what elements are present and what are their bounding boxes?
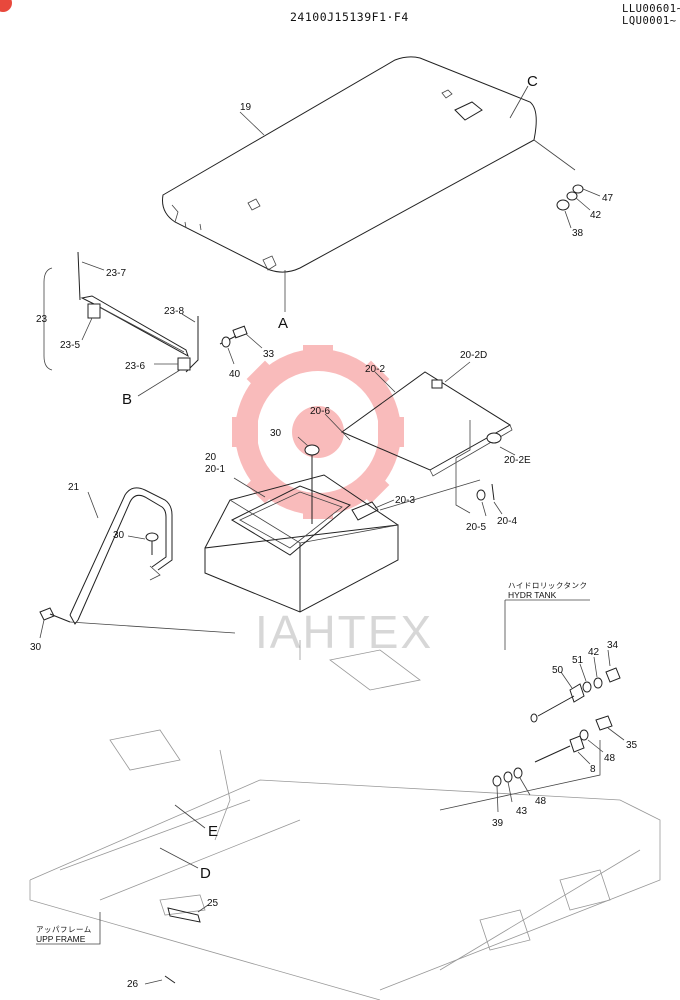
callout-20-2D: 20-2D bbox=[460, 350, 487, 361]
callout-25: 25 bbox=[207, 898, 219, 909]
leader-C-to-parts bbox=[533, 139, 576, 171]
tank-body-20 bbox=[204, 444, 399, 613]
upp-frame-label-jp: アッパフレーム bbox=[36, 925, 92, 934]
leader-30b bbox=[127, 535, 146, 540]
leader-20-1 bbox=[233, 477, 266, 498]
callout-20: 20 bbox=[205, 452, 217, 463]
bolt-33-washer-40 bbox=[219, 325, 263, 365]
watermark-gear-ring bbox=[235, 349, 401, 515]
leader-20-6 bbox=[324, 413, 351, 441]
hydraulic-tank-outline bbox=[439, 599, 601, 811]
callout-E: E bbox=[208, 823, 218, 840]
leader-20-2E bbox=[499, 446, 516, 456]
upp-frame-label: UPP FRAME bbox=[36, 934, 86, 944]
callout-8: 8 bbox=[590, 764, 596, 775]
watermark-gear-teeth bbox=[232, 345, 404, 519]
leader-20-2D bbox=[444, 361, 471, 383]
callout-20-1: 20-1 bbox=[205, 464, 225, 475]
callout-48-left: 48 bbox=[535, 796, 547, 807]
callout-23-8: 23-8 bbox=[164, 306, 184, 317]
bolt-20-4-washer-20-5 bbox=[476, 483, 503, 517]
fastener-group-tank-lower bbox=[492, 715, 625, 813]
leader-21 bbox=[87, 491, 99, 519]
leader-30a bbox=[297, 436, 309, 447]
watermark-gear-logo bbox=[232, 345, 404, 519]
serial-range-1: LLU00601~ bbox=[622, 3, 680, 15]
bracket-25 bbox=[167, 904, 209, 923]
callout-23: 23 bbox=[36, 314, 48, 325]
callout-38: 38 bbox=[572, 228, 584, 239]
callout-labels: 19 C 47 42 38 A 23-7 23 23-5 23-8 33 23-… bbox=[30, 73, 638, 990]
hydr-tank-label-jp: ハイドロリックタンク bbox=[508, 581, 588, 590]
callout-33: 33 bbox=[263, 349, 275, 360]
drawing-number: 24100J15139F1·F4 bbox=[290, 10, 409, 24]
callout-20-5: 20-5 bbox=[466, 522, 486, 533]
callout-43: 43 bbox=[516, 806, 528, 817]
watermark-text: IAHTEX bbox=[255, 606, 433, 658]
corner-logo-mark bbox=[0, 0, 12, 12]
leader-20-2 bbox=[374, 371, 396, 393]
tank-lid-plate-20-2 bbox=[340, 371, 513, 514]
leader-D bbox=[159, 847, 199, 869]
callout-35: 35 bbox=[626, 740, 638, 751]
leader-23-5 bbox=[81, 317, 93, 341]
fill-cap-30 bbox=[304, 444, 320, 456]
callout-21: 21 bbox=[68, 482, 80, 493]
leader-C bbox=[509, 85, 529, 119]
callout-42-lower: 42 bbox=[588, 647, 600, 658]
callout-39: 39 bbox=[492, 818, 504, 829]
callout-30-mid: 30 bbox=[113, 530, 125, 541]
callout-19: 19 bbox=[240, 102, 252, 113]
fastener-group-tank-upper bbox=[530, 649, 621, 723]
leader-19 bbox=[239, 111, 265, 136]
callout-48-right: 48 bbox=[604, 753, 616, 764]
callout-C: C bbox=[527, 73, 538, 90]
leader-23-8 bbox=[181, 313, 196, 323]
watermark-gear-hub bbox=[292, 406, 344, 458]
bracket-assembly-23 bbox=[43, 251, 199, 373]
callout-20-3: 20-3 bbox=[395, 495, 415, 506]
serial-range-2: LQU0001~ bbox=[622, 15, 677, 27]
callout-23-6: 23-6 bbox=[125, 361, 145, 372]
handrail-21 bbox=[69, 487, 173, 625]
leader-B bbox=[137, 369, 181, 397]
leader-rail-to-frame bbox=[69, 621, 236, 634]
leader-23-7 bbox=[81, 261, 105, 271]
cover-part-19 bbox=[162, 56, 537, 273]
callout-B: B bbox=[122, 391, 132, 408]
callout-20-4: 20-4 bbox=[497, 516, 517, 527]
callout-50: 50 bbox=[552, 665, 564, 676]
leader-E bbox=[174, 804, 206, 829]
callout-23-5: 23-5 bbox=[60, 340, 80, 351]
leader-to-20-4 bbox=[379, 479, 481, 511]
callout-23-7: 23-7 bbox=[106, 268, 126, 279]
callout-A: A bbox=[278, 315, 288, 332]
callout-34: 34 bbox=[607, 640, 619, 651]
callout-47: 47 bbox=[602, 193, 614, 204]
fastener-group-cover bbox=[556, 184, 601, 229]
callout-30-lower: 30 bbox=[30, 642, 42, 653]
callout-42-upper: 42 bbox=[590, 210, 602, 221]
pin-26 bbox=[144, 975, 176, 985]
callout-26: 26 bbox=[127, 979, 139, 990]
hydr-tank-label: HYDR TANK bbox=[508, 590, 557, 600]
callout-20-6: 20-6 bbox=[310, 406, 330, 417]
callout-51: 51 bbox=[572, 655, 584, 666]
callout-30-top: 30 bbox=[270, 428, 282, 439]
upper-frame bbox=[29, 640, 661, 1000]
callout-40: 40 bbox=[229, 369, 241, 380]
callout-20-2: 20-2 bbox=[365, 364, 385, 375]
bolt-30-lower bbox=[39, 607, 71, 639]
upp-frame-label-box bbox=[36, 912, 101, 945]
callout-20-2E: 20-2E bbox=[504, 455, 531, 466]
leader-20-3 bbox=[374, 499, 395, 509]
callout-D: D bbox=[200, 865, 211, 882]
